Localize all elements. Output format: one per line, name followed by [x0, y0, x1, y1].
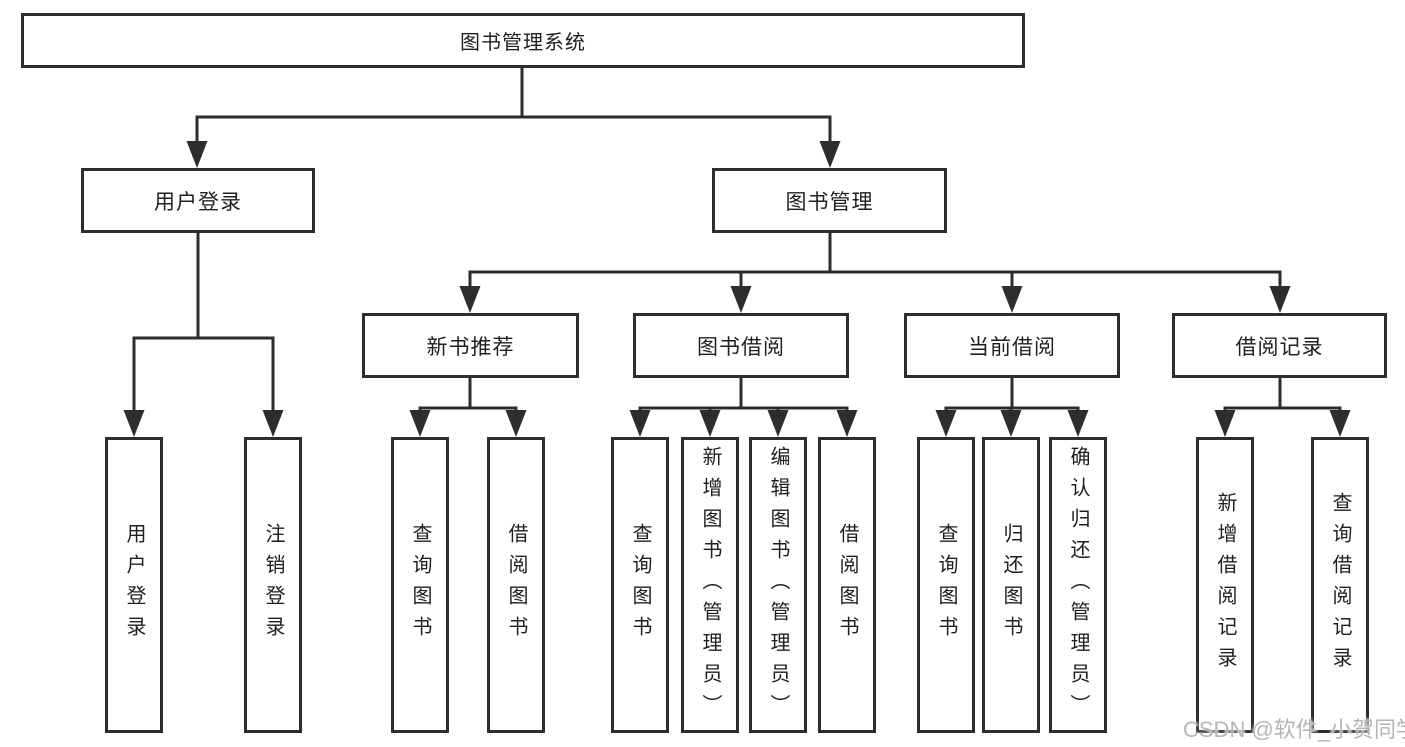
leaf-query-borrow-record: 查询借阅记录	[1311, 437, 1369, 733]
leaf-label: 注销登录	[262, 523, 284, 647]
node-book-management: 图书管理	[712, 168, 947, 233]
node-current-borrowing: 当前借阅	[904, 313, 1120, 378]
leaf-label: 归还图书	[1000, 523, 1022, 647]
leaf-user-login: 用户登录	[105, 437, 163, 733]
leaf-logout: 注销登录	[244, 437, 302, 733]
leaf-label: 查询图书	[935, 523, 957, 647]
leaf-label: 查询图书	[409, 523, 431, 647]
leaf-edit-books-admin: 编辑图书（管理员）	[749, 437, 807, 733]
leaf-confirm-return-admin: 确认归还（管理员）	[1049, 437, 1107, 733]
leaf-label: 查询图书	[629, 523, 651, 647]
leaf-query-books-recommend: 查询图书	[391, 437, 449, 733]
node-user-login: 用户登录	[81, 168, 315, 233]
leaf-label: 新增图书（管理员）	[699, 445, 721, 725]
leaf-add-books-admin: 新增图书（管理员）	[681, 437, 739, 733]
leaf-label: 用户登录	[123, 523, 145, 647]
leaf-borrow-books: 借阅图书	[818, 437, 876, 733]
leaf-return-books: 归还图书	[982, 437, 1040, 733]
csdn-watermark: CSDN @软件_小贺同学	[1183, 717, 1405, 742]
node-borrowing-records: 借阅记录	[1172, 313, 1387, 378]
leaf-label: 借阅图书	[836, 523, 858, 647]
node-book-borrowing: 图书借阅	[633, 313, 849, 378]
leaf-label: 编辑图书（管理员）	[767, 445, 789, 725]
leaf-query-books-borrowing: 查询图书	[611, 437, 669, 733]
node-new-book-recommendation: 新书推荐	[362, 313, 579, 378]
leaf-label: 查询借阅记录	[1329, 492, 1351, 678]
leaf-label: 借阅图书	[505, 523, 527, 647]
leaf-label: 确认归还（管理员）	[1067, 445, 1089, 725]
leaf-label: 新增借阅记录	[1214, 492, 1236, 678]
node-library-management-system: 图书管理系统	[21, 13, 1025, 68]
leaf-query-books-current: 查询图书	[917, 437, 975, 733]
leaf-borrow-books-recommend: 借阅图书	[487, 437, 545, 733]
leaf-add-borrow-record: 新增借阅记录	[1196, 437, 1254, 733]
